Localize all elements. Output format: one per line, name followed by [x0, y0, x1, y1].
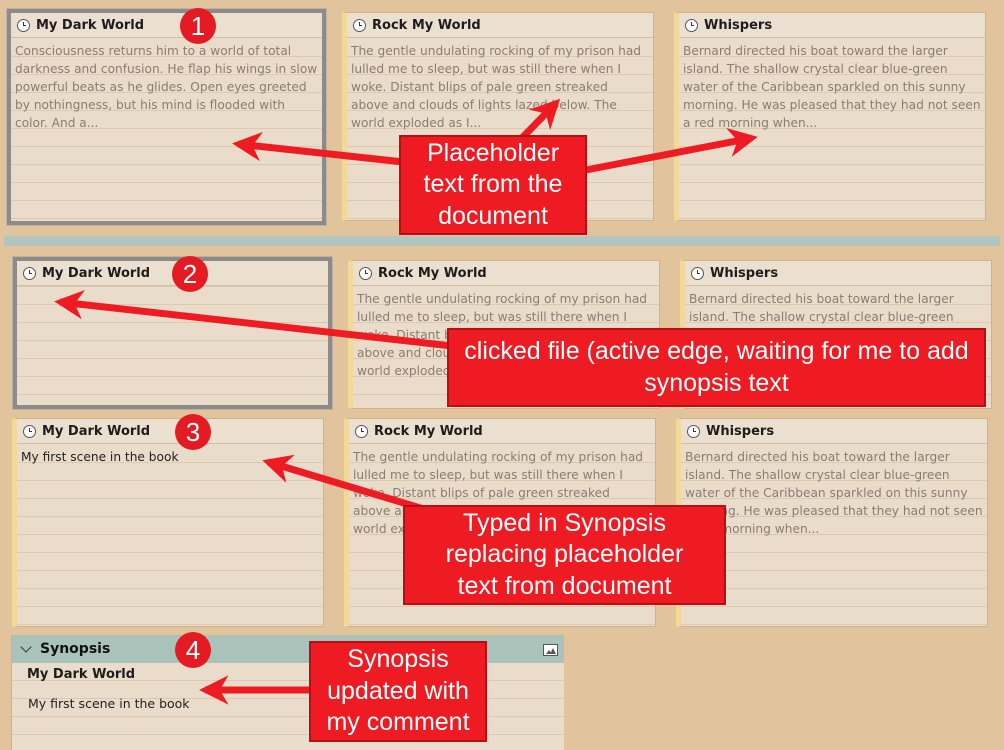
clock-icon	[353, 18, 366, 32]
card-title: My Dark World	[36, 17, 145, 33]
callout-placeholder-text: Placeholder text from the document	[399, 135, 587, 235]
card-title: Rock My World	[374, 423, 483, 439]
section-divider	[4, 236, 1000, 246]
clock-icon	[355, 424, 368, 438]
clock-icon	[23, 266, 36, 280]
card-header: Whispers	[685, 261, 991, 286]
synopsis-doc-title[interactable]: My Dark World	[27, 667, 136, 682]
clock-icon	[23, 424, 36, 438]
card-title: My Dark World	[42, 265, 151, 281]
card-title: Whispers	[706, 423, 775, 439]
card-title: Rock My World	[378, 265, 487, 281]
clock-icon	[691, 266, 704, 280]
index-card-rock-my-world-1[interactable]: Rock My World The gentle undulating rock…	[342, 12, 654, 221]
card-header: Rock My World	[347, 13, 653, 38]
card-title: My Dark World	[42, 423, 151, 439]
clock-icon	[359, 266, 372, 280]
callout-synopsis-updated: Synopsis updated with my comment	[309, 641, 487, 742]
index-card-whispers-1[interactable]: Whispers Bernard directed his boat towar…	[674, 12, 986, 221]
image-icon[interactable]	[543, 644, 558, 656]
step-badge-3: 3	[175, 414, 211, 450]
index-card-whispers-3[interactable]: Whispers Bernard directed his boat towar…	[676, 418, 988, 627]
synopsis-text[interactable]: My first scene in the book	[28, 696, 190, 711]
step-badge-4: 4	[175, 632, 211, 668]
step-badge-2: 2	[172, 256, 208, 292]
card-header: Rock My World	[349, 419, 655, 444]
index-card-my-dark-world-3[interactable]: My Dark World My first scene in the book	[12, 418, 324, 627]
chevron-down-icon[interactable]	[20, 641, 32, 653]
card-synopsis-placeholder[interactable]: Bernard directed his boat toward the lar…	[683, 44, 981, 130]
card-title: Whispers	[710, 265, 779, 281]
clock-icon	[17, 18, 30, 32]
card-header: My Dark World	[17, 419, 323, 444]
card-header: Whispers	[681, 419, 987, 444]
step-badge-1: 1	[180, 8, 216, 44]
card-synopsis-empty[interactable]	[17, 286, 328, 290]
synopsis-label: Synopsis	[40, 641, 111, 657]
card-header: Whispers	[679, 13, 985, 38]
callout-clicked-file: clicked file (active edge, waiting for m…	[447, 328, 986, 407]
card-synopsis-placeholder[interactable]: The gentle undulating rocking of my pris…	[351, 44, 642, 130]
card-header: My Dark World	[11, 13, 322, 38]
callout-typed-synopsis: Typed in Synopsis replacing placeholder …	[403, 505, 726, 605]
card-synopsis-typed[interactable]: My first scene in the book	[21, 450, 179, 464]
card-header: Rock My World	[353, 261, 659, 286]
card-title: Rock My World	[372, 17, 481, 33]
clock-icon	[687, 424, 700, 438]
card-synopsis-placeholder[interactable]: Consciousness returns him to a world of …	[15, 44, 318, 130]
clock-icon	[685, 18, 698, 32]
card-title: Whispers	[704, 17, 773, 33]
card-synopsis-placeholder[interactable]: Bernard directed his boat toward the lar…	[685, 450, 983, 536]
index-card-my-dark-world-1[interactable]: My Dark World Consciousness returns him …	[6, 8, 327, 226]
